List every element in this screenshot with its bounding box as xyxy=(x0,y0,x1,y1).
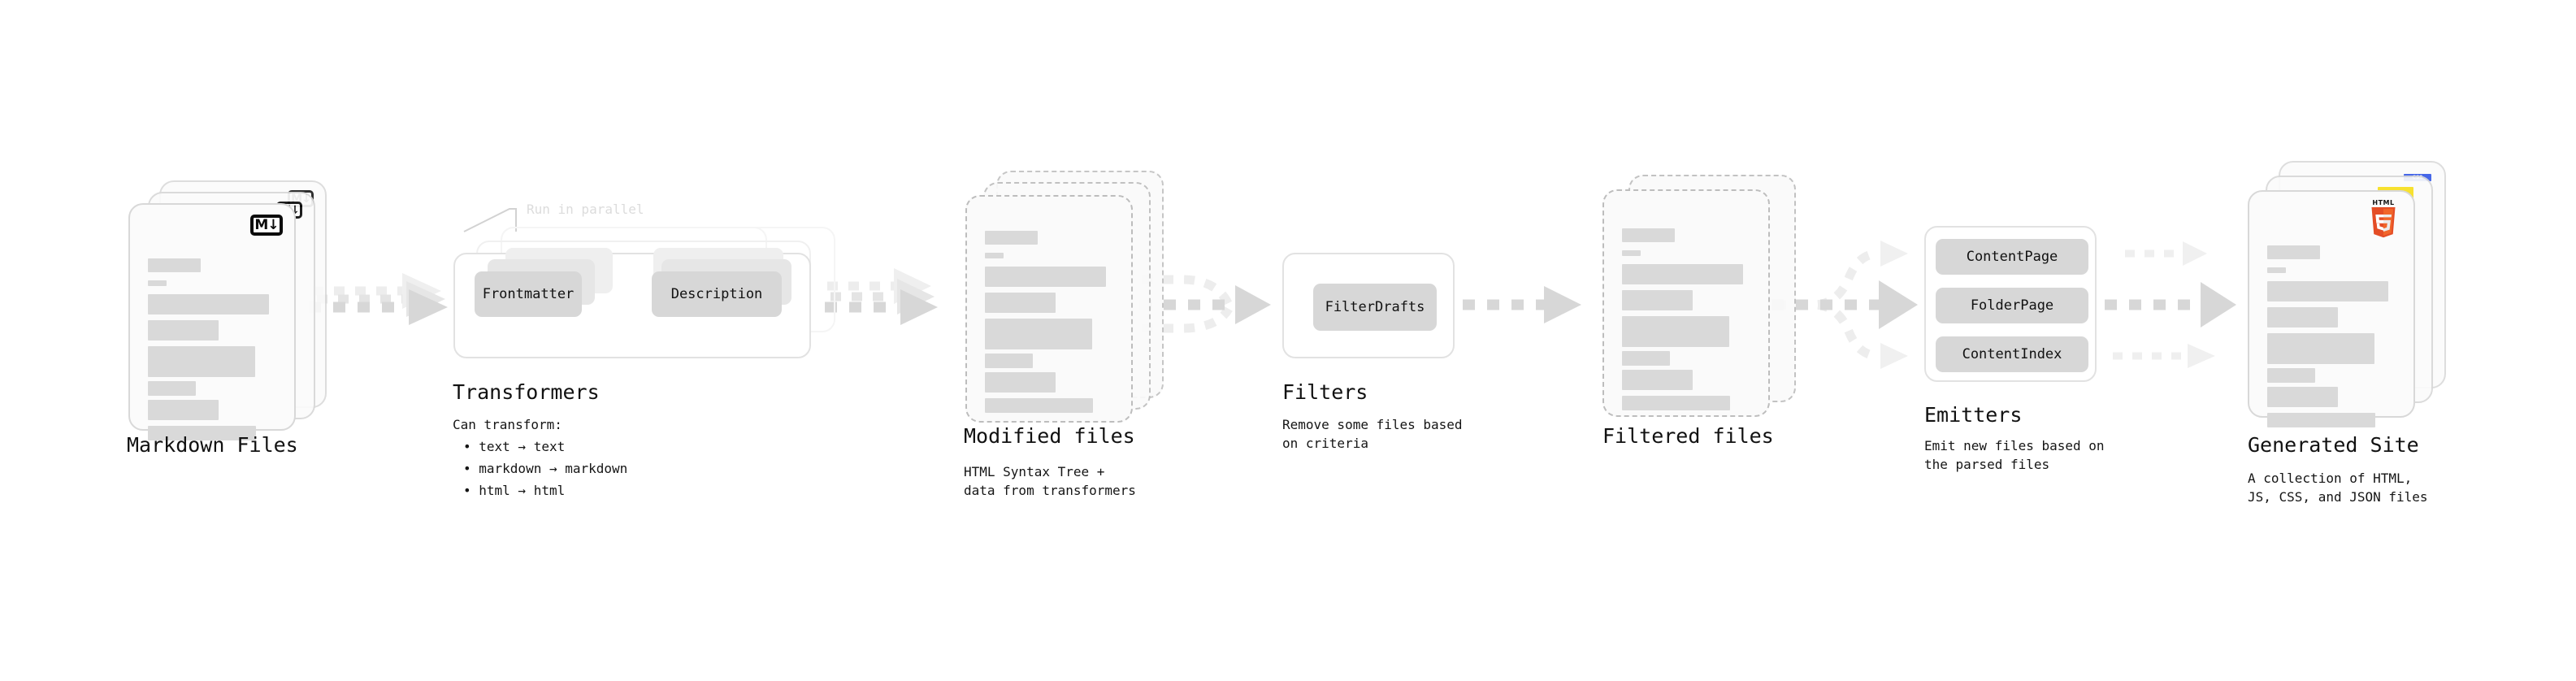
stage-subtitle-filters: Remove some files based on criteria xyxy=(1282,417,1463,451)
content-bar xyxy=(1622,250,1641,256)
content-bar xyxy=(148,426,256,440)
content-bar xyxy=(985,253,1004,258)
stage-title-modified-files: Modified files xyxy=(964,424,1135,448)
content-bar xyxy=(1622,290,1693,310)
stage-title-transformers: Transformers xyxy=(453,380,600,404)
content-bar xyxy=(1622,228,1675,242)
content-bar xyxy=(1622,264,1743,284)
connector-emitters-to-site xyxy=(2105,241,2236,368)
content-bar xyxy=(2267,307,2338,327)
content-bar xyxy=(148,320,219,340)
transformer-chip-frontmatter[interactable]: Frontmatter xyxy=(475,271,582,317)
content-bar xyxy=(2267,413,2375,427)
content-bar xyxy=(2267,267,2286,273)
emitter-chip-contentindex[interactable]: ContentIndex xyxy=(1936,336,2088,372)
content-bar xyxy=(2267,387,2338,407)
transform-bullet-2: • html → html xyxy=(463,483,566,498)
emitter-chip-contentpage[interactable]: ContentPage xyxy=(1936,239,2088,275)
run-in-parallel-label: Run in parallel xyxy=(527,202,644,217)
content-bar xyxy=(985,372,1056,393)
content-bar xyxy=(985,398,1093,413)
stage-title-generated-site: Generated Site xyxy=(2248,433,2419,457)
stage-emitters-panel: ContentPage FolderPage ContentIndex xyxy=(1924,226,2097,382)
content-bar xyxy=(985,319,1092,349)
content-bar xyxy=(985,267,1106,287)
content-bar xyxy=(985,231,1038,245)
file-card-html-front: HTML xyxy=(2248,190,2415,427)
transform-bullet-1: • markdown → markdown xyxy=(463,461,628,476)
stage-filters-panel: FilterDrafts xyxy=(1282,253,1455,358)
stage-subtitle-emitters: Emit new files based on the parsed files xyxy=(1924,438,2105,472)
content-bar xyxy=(148,258,201,272)
html5-badge-word: HTML xyxy=(2372,199,2395,206)
content-bar xyxy=(148,346,255,377)
content-bar xyxy=(148,400,219,420)
html5-badge: HTML xyxy=(2366,199,2400,238)
content-bar xyxy=(985,293,1056,313)
file-card-front xyxy=(965,195,1133,423)
stage-subtitle-generated-site: A collection of HTML, JS, CSS, and JSON … xyxy=(2248,471,2428,505)
content-bar xyxy=(1622,351,1670,366)
transform-bullet-0: • text → text xyxy=(463,439,566,454)
transformer-chip-description[interactable]: Description xyxy=(652,271,782,317)
content-bar xyxy=(2267,368,2315,383)
content-bar xyxy=(1622,370,1693,390)
stage-title-filters: Filters xyxy=(1282,380,1368,404)
markdown-badge: M↓ xyxy=(250,215,283,236)
content-bar xyxy=(148,294,269,314)
stage-subtitle-modified-files: HTML Syntax Tree + data from transformer… xyxy=(964,464,1136,498)
connector-markdown-to-transformers xyxy=(309,273,448,325)
content-bar xyxy=(148,381,196,396)
file-card-front: M↓ xyxy=(128,203,296,440)
content-bar xyxy=(2267,281,2388,301)
filter-chip-filterdrafts[interactable]: FilterDrafts xyxy=(1313,284,1437,331)
stage-subtitle-transformers: Can transform: xyxy=(453,417,562,432)
stage-title-filtered-files: Filtered files xyxy=(1602,424,1774,448)
html5-shield-icon xyxy=(2371,207,2396,238)
stage-title-markdown-files: Markdown Files xyxy=(127,433,298,457)
content-bar xyxy=(1622,316,1729,347)
content-bar xyxy=(2267,245,2320,259)
stage-title-emitters: Emitters xyxy=(1924,403,2023,427)
content-bar xyxy=(985,354,1033,368)
transformer-panel-front: Frontmatter Description xyxy=(453,248,811,358)
emitter-chip-folderpage[interactable]: FolderPage xyxy=(1936,288,2088,323)
connector-transformers-to-modified xyxy=(825,268,938,325)
content-bar xyxy=(148,280,167,286)
connector-filters-to-filtered xyxy=(1463,286,1581,323)
file-card-front xyxy=(1602,189,1770,417)
content-bar xyxy=(1622,396,1730,410)
content-bar xyxy=(2267,333,2374,364)
